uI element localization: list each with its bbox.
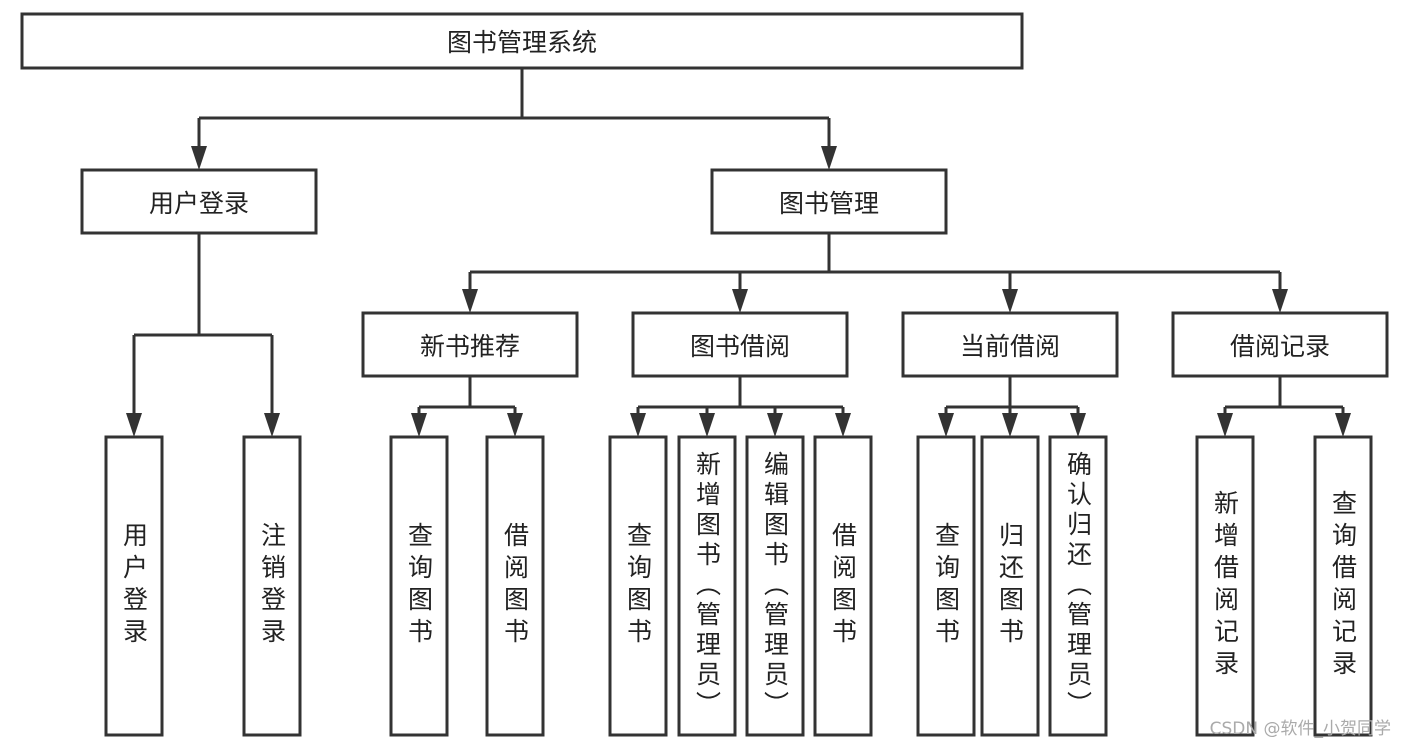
leaf-node: 新增借阅记录 xyxy=(1197,437,1253,735)
leaf-box xyxy=(916,435,976,737)
node-book-management-label: 图书管理 xyxy=(778,188,879,218)
arrow-head-icon xyxy=(126,413,142,437)
level2-box xyxy=(901,311,1119,378)
arrow-head-icon xyxy=(767,413,783,437)
root-node-label: 图书管理系统 xyxy=(446,28,597,57)
arrow-head-icon xyxy=(699,413,715,437)
leaf-label: 查询图书 xyxy=(404,522,434,650)
watermark: CSDN @软件_小贺同学 xyxy=(1209,719,1391,739)
leaf-node: 用户登录 xyxy=(106,437,162,735)
leaf-node: 新增图书（管理员） xyxy=(679,437,735,735)
leaf-label: 确认归还（管理员） xyxy=(1063,451,1093,721)
node-new-books-label: 新书推荐 xyxy=(419,331,520,361)
leaf-node: 查询图书 xyxy=(391,437,447,735)
arrow-head-icon xyxy=(821,146,837,170)
level2-box xyxy=(1171,311,1389,378)
leaf-box xyxy=(104,435,164,737)
arrow-head-icon xyxy=(264,413,280,437)
leaf-box xyxy=(1313,435,1373,737)
arrow-head-icon xyxy=(938,413,954,437)
leaf-label: 查询图书 xyxy=(931,522,961,650)
leaf-box xyxy=(389,435,449,737)
arrow-head-icon xyxy=(1002,413,1018,437)
level2-box xyxy=(361,311,579,378)
arrow-head-icon xyxy=(1217,413,1233,437)
leaf-box xyxy=(980,435,1040,737)
leaf-label: 新增图书（管理员） xyxy=(692,451,722,721)
leaf-box xyxy=(485,435,545,737)
leaf-label: 新增借阅记录 xyxy=(1210,490,1240,682)
node-book-borrow-label: 图书借阅 xyxy=(689,331,790,361)
arrow-head-icon xyxy=(1070,413,1086,437)
leaf-box xyxy=(608,435,668,737)
arrow-head-icon xyxy=(630,413,646,437)
arrow-head-icon xyxy=(507,413,523,437)
leaf-node: 确认归还（管理员） xyxy=(1050,437,1106,735)
leaf-node: 归还图书 xyxy=(982,437,1038,735)
leaf-label: 借阅图书 xyxy=(828,522,858,650)
node-borrow-records-label: 借阅记录 xyxy=(1229,331,1330,361)
node-current-borrow-label: 当前借阅 xyxy=(959,331,1060,361)
leaf-label: 用户登录 xyxy=(119,522,149,650)
leaf-node: 编辑图书（管理员） xyxy=(747,437,803,735)
leaf-label: 归还图书 xyxy=(995,522,1025,650)
node-user-login xyxy=(80,168,318,235)
leaf-box xyxy=(242,435,302,737)
leaf-label: 查询图书 xyxy=(623,522,653,650)
leaf-node: 查询借阅记录 xyxy=(1315,437,1371,735)
node-book-management xyxy=(710,168,948,235)
leaf-box xyxy=(813,435,873,737)
leaf-box xyxy=(1195,435,1255,737)
root-node xyxy=(20,12,1024,70)
level2-box xyxy=(631,311,849,378)
node-user-login-label: 用户登录 xyxy=(148,188,249,218)
leaf-node: 查询图书 xyxy=(918,437,974,735)
leaf-box xyxy=(745,435,805,737)
arrow-head-icon xyxy=(1002,289,1018,313)
arrow-head-icon xyxy=(191,146,207,170)
arrow-head-icon xyxy=(1335,413,1351,437)
leaf-label: 注销登录 xyxy=(257,522,287,650)
leaf-label: 借阅图书 xyxy=(500,522,530,650)
arrow-head-icon xyxy=(835,413,851,437)
leaf-box xyxy=(1048,435,1108,737)
arrow-head-icon xyxy=(732,289,748,313)
leaf-label: 查询借阅记录 xyxy=(1328,490,1358,682)
arrow-head-icon xyxy=(1272,289,1288,313)
leaf-node: 注销登录 xyxy=(244,437,300,735)
leaf-node: 借阅图书 xyxy=(815,437,871,735)
leaf-label: 编辑图书（管理员） xyxy=(760,451,790,721)
arrow-head-icon xyxy=(462,289,478,313)
arrow-head-icon xyxy=(411,413,427,437)
leaf-node: 借阅图书 xyxy=(487,437,543,735)
leaf-node: 查询图书 xyxy=(610,437,666,735)
leaf-box xyxy=(677,435,737,737)
